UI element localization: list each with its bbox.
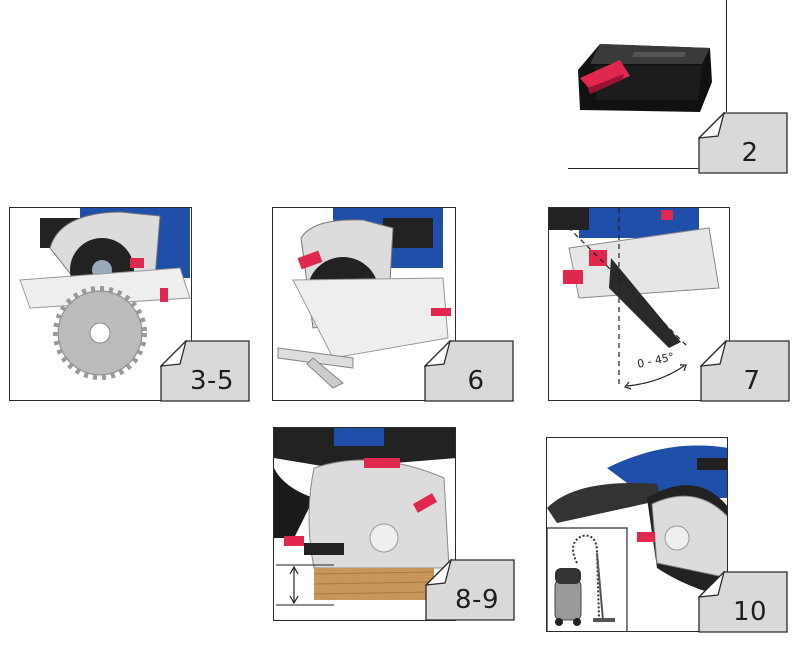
- battery-pack-icon: [578, 44, 712, 112]
- step-panel-10: [546, 437, 728, 632]
- step-tab-10: 10: [698, 571, 788, 633]
- step-label: 2: [741, 138, 759, 168]
- step-tab-2: 2: [698, 112, 788, 174]
- frame-line-horizontal: [568, 168, 698, 170]
- step-tab-8-9: 8-9: [425, 559, 515, 621]
- page-corner-icon: [424, 340, 514, 402]
- step-label: 8-9: [455, 585, 499, 615]
- page-corner-icon: [700, 340, 790, 402]
- step-panel-7: 0 - 45°: [548, 207, 730, 401]
- page-corner-icon: [425, 559, 515, 621]
- dust-extraction-illustration: [547, 445, 727, 631]
- step-label: 7: [743, 366, 761, 396]
- parallel-guide-illustration: [277, 208, 451, 389]
- bevel-angle-illustration: [549, 208, 720, 390]
- step-label: 10: [732, 597, 768, 627]
- frame-line-vertical: [726, 0, 728, 112]
- battery-pack-illustration: [560, 30, 720, 125]
- page-corner-icon: [698, 112, 788, 174]
- step-tab-7: 7: [700, 340, 790, 402]
- step-label: 6: [467, 366, 485, 396]
- step-label: 3-5: [190, 366, 234, 396]
- saw-blade-removal-illustration: [19, 208, 191, 380]
- cutting-depth-illustration: [274, 428, 455, 606]
- step-panel-3-5: [9, 207, 192, 401]
- step-tab-3-5: 3-5: [160, 340, 250, 402]
- step-panel-8-9: [273, 427, 456, 621]
- page-corner-icon: [698, 571, 788, 633]
- page-corner-icon: [160, 340, 250, 402]
- step-tab-6: 6: [424, 340, 514, 402]
